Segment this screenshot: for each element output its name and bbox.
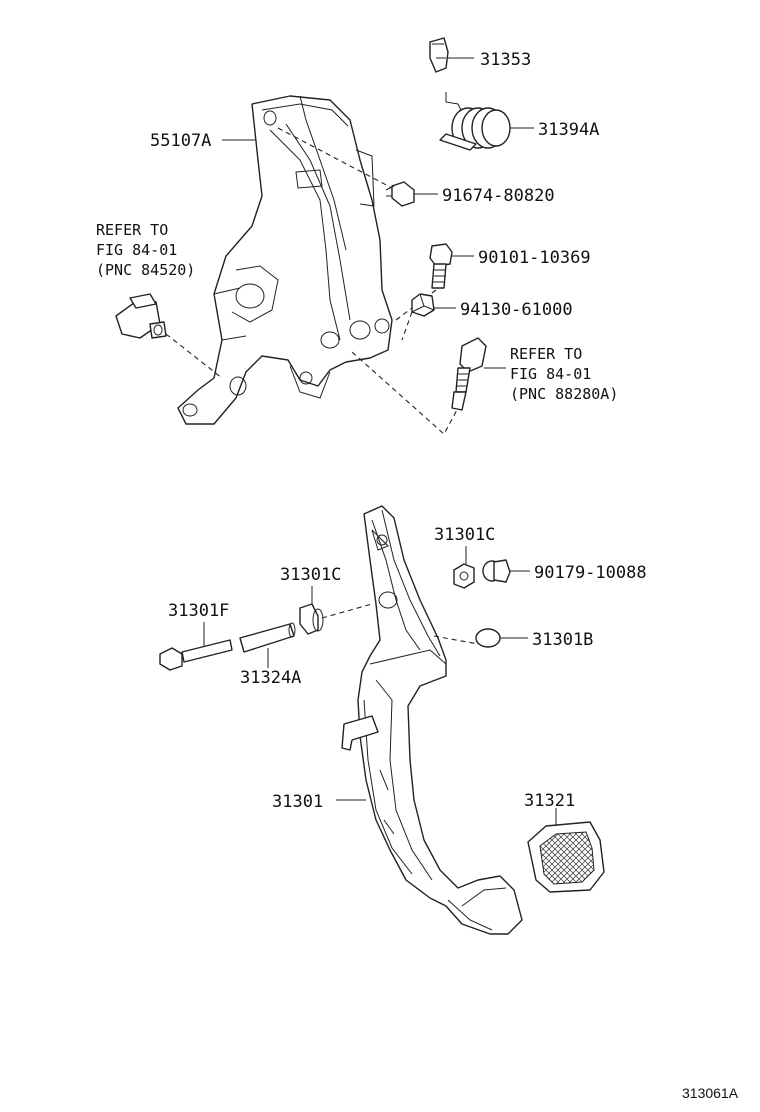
ref-note-right: REFER TO FIG 84-01 (PNC 88280A) xyxy=(510,345,618,403)
ref-left-line3: (PNC 84520) xyxy=(96,261,195,279)
ref-note-left: REFER TO FIG 84-01 (PNC 84520) xyxy=(96,221,195,279)
part-90179-10088-nut xyxy=(482,559,511,583)
label-31301C-left: 31301C xyxy=(280,565,341,585)
part-31301C-collar-left xyxy=(299,603,324,635)
part-31353-clip xyxy=(429,37,449,73)
ref-left-line2: FIG 84-01 xyxy=(96,241,177,259)
part-55107A-bracket xyxy=(177,95,393,425)
figure-id: 313061A xyxy=(682,1085,739,1101)
part-31394A-spring xyxy=(439,92,511,151)
part-labels: 31353 31394A 55107A 91674-80820 90101-10… xyxy=(150,50,647,812)
part-ref-switch-84520 xyxy=(115,293,167,339)
part-90101-10369-bolt xyxy=(429,243,453,289)
label-55107A: 55107A xyxy=(150,131,211,151)
part-31301B-plug xyxy=(475,628,501,648)
part-31324A-sleeve xyxy=(239,622,296,653)
label-90179-10088: 90179-10088 xyxy=(534,563,647,583)
part-31301C-nut-top xyxy=(453,563,475,589)
label-31324A: 31324A xyxy=(240,668,301,688)
ref-left-line1: REFER TO xyxy=(96,221,168,239)
label-31321: 31321 xyxy=(524,791,575,811)
ref-right-line1: REFER TO xyxy=(510,345,582,363)
label-91674-80820: 91674-80820 xyxy=(442,186,555,206)
part-31321-pedal-pad xyxy=(527,821,605,893)
ref-right-line3: (PNC 88280A) xyxy=(510,385,618,403)
part-31301-pedal-arm xyxy=(341,505,523,935)
part-ref-switch-88280A xyxy=(451,337,487,411)
label-31301C-top: 31301C xyxy=(434,525,495,545)
part-91674-80820-bolt xyxy=(385,181,415,207)
ref-right-line2: FIG 84-01 xyxy=(510,365,591,383)
label-90101-10369: 90101-10369 xyxy=(478,248,591,268)
label-31301F: 31301F xyxy=(168,601,229,621)
label-31301: 31301 xyxy=(272,792,323,812)
label-31394A: 31394A xyxy=(538,120,599,140)
label-31301B: 31301B xyxy=(532,630,593,650)
label-31353: 31353 xyxy=(480,50,531,70)
part-94130-61000-nut xyxy=(411,293,435,317)
label-94130-61000: 94130-61000 xyxy=(460,300,573,320)
part-31301F-bolt xyxy=(159,639,233,671)
